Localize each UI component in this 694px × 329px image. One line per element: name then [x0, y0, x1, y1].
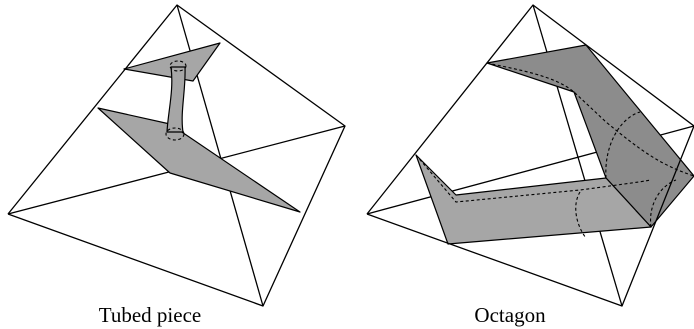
caption-tubed-piece: Tubed piece — [99, 303, 201, 327]
octagon-hidden-arc-lower — [575, 191, 587, 239]
octagon-hidden-contour-top — [486, 62, 694, 177]
octagon-hidden-arc-right — [605, 111, 641, 179]
caption-octagon: Octagon — [474, 303, 546, 327]
left-tetrahedron-front-edges — [7, 4, 346, 307]
tube-bottom-rim — [165, 127, 185, 141]
upper-surface-sheet — [123, 42, 221, 82]
lower-surface-sheet — [97, 107, 301, 213]
right-tetrahedron-front-edges — [366, 4, 694, 307]
octagon-hidden-arc-corner — [650, 179, 677, 228]
tube-top-rim — [169, 60, 187, 72]
octagon-hidden-contour-bottom — [415, 154, 652, 203]
octagon-lower-band — [415, 154, 652, 245]
octagon-diagram: Octagon — [366, 4, 694, 327]
tubed-piece-diagram: Tubed piece — [7, 4, 346, 327]
